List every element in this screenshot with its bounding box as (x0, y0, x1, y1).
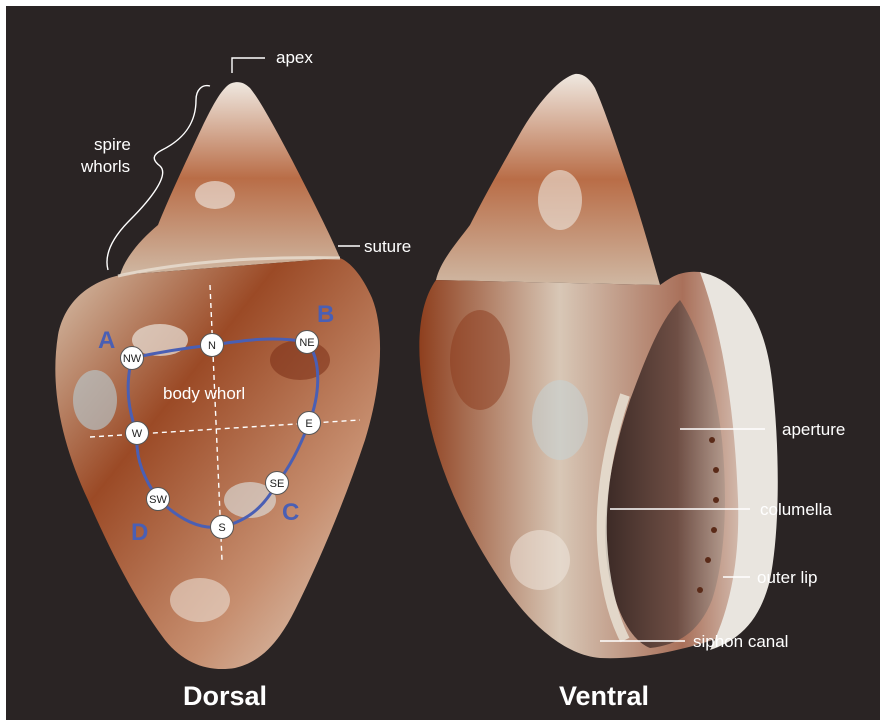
compass-node-e: E (298, 412, 321, 435)
dorsal-patch (195, 181, 235, 209)
aperture-spot (709, 437, 715, 443)
siphon-canal-label: siphon canal (693, 632, 788, 651)
quadrant-label-b: B (317, 301, 334, 328)
suture-label: suture (364, 237, 411, 256)
compass-node-n: N (201, 334, 224, 357)
compass-label: E (305, 418, 312, 430)
body-whorl-label: body whorl (163, 384, 245, 403)
compass-node-s: S (211, 516, 234, 539)
ventral-patch (532, 380, 588, 460)
compass-label: NE (299, 337, 314, 349)
ventral-caption: Ventral (559, 681, 649, 711)
compass-label: N (208, 340, 216, 352)
spire-whorls-label-line1: spire (94, 135, 131, 154)
dorsal-caption: Dorsal (183, 681, 267, 711)
outer-lip-label: outer lip (757, 568, 817, 587)
quadrant-label-a: A (98, 327, 115, 354)
aperture-spot (713, 497, 719, 503)
columella-label: columella (760, 500, 832, 519)
ventral-patch (538, 170, 582, 230)
aperture-spot (711, 527, 717, 533)
apex-label: apex (276, 48, 313, 67)
compass-node-ne: NE (296, 331, 319, 354)
dorsal-patch (73, 370, 117, 430)
dorsal-patch (170, 578, 230, 622)
compass-label: SE (270, 478, 285, 490)
aperture-spot (705, 557, 711, 563)
spire-whorls-label-line2: whorls (80, 157, 130, 176)
ventral-patch (510, 530, 570, 590)
compass-label: NW (123, 353, 142, 365)
compass-node-sw: SW (147, 488, 170, 511)
aperture-label: aperture (782, 420, 845, 439)
quadrant-label-d: D (131, 519, 148, 546)
compass-node-se: SE (266, 472, 289, 495)
compass-node-nw: NW (121, 347, 144, 370)
compass-label: S (218, 522, 225, 534)
aperture-spot (713, 467, 719, 473)
ventral-patch (450, 310, 510, 410)
aperture-spot (697, 587, 703, 593)
quadrant-label-c: C (282, 499, 299, 526)
compass-node-w: W (126, 422, 149, 445)
compass-label: W (132, 428, 143, 440)
compass-label: SW (149, 494, 167, 506)
